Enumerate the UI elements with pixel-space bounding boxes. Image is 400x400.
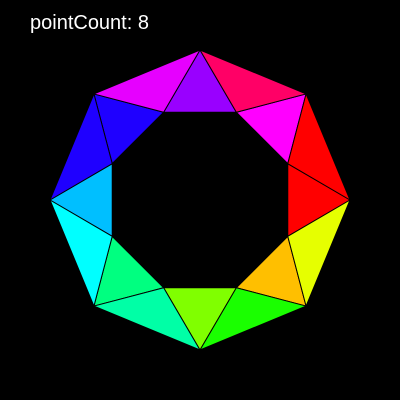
edge-triangle	[199, 49, 307, 113]
edge-triangle	[199, 287, 307, 351]
edge-triangle	[93, 49, 201, 113]
edge-triangle	[287, 93, 351, 201]
edge-triangle	[49, 93, 113, 201]
point-count-label: pointCount: 8	[30, 12, 149, 34]
edge-triangle	[287, 199, 351, 307]
edge-triangle	[93, 287, 201, 351]
edge-triangle	[49, 199, 113, 307]
inner-triangles	[49, 49, 351, 351]
outer-triangles	[49, 49, 351, 351]
